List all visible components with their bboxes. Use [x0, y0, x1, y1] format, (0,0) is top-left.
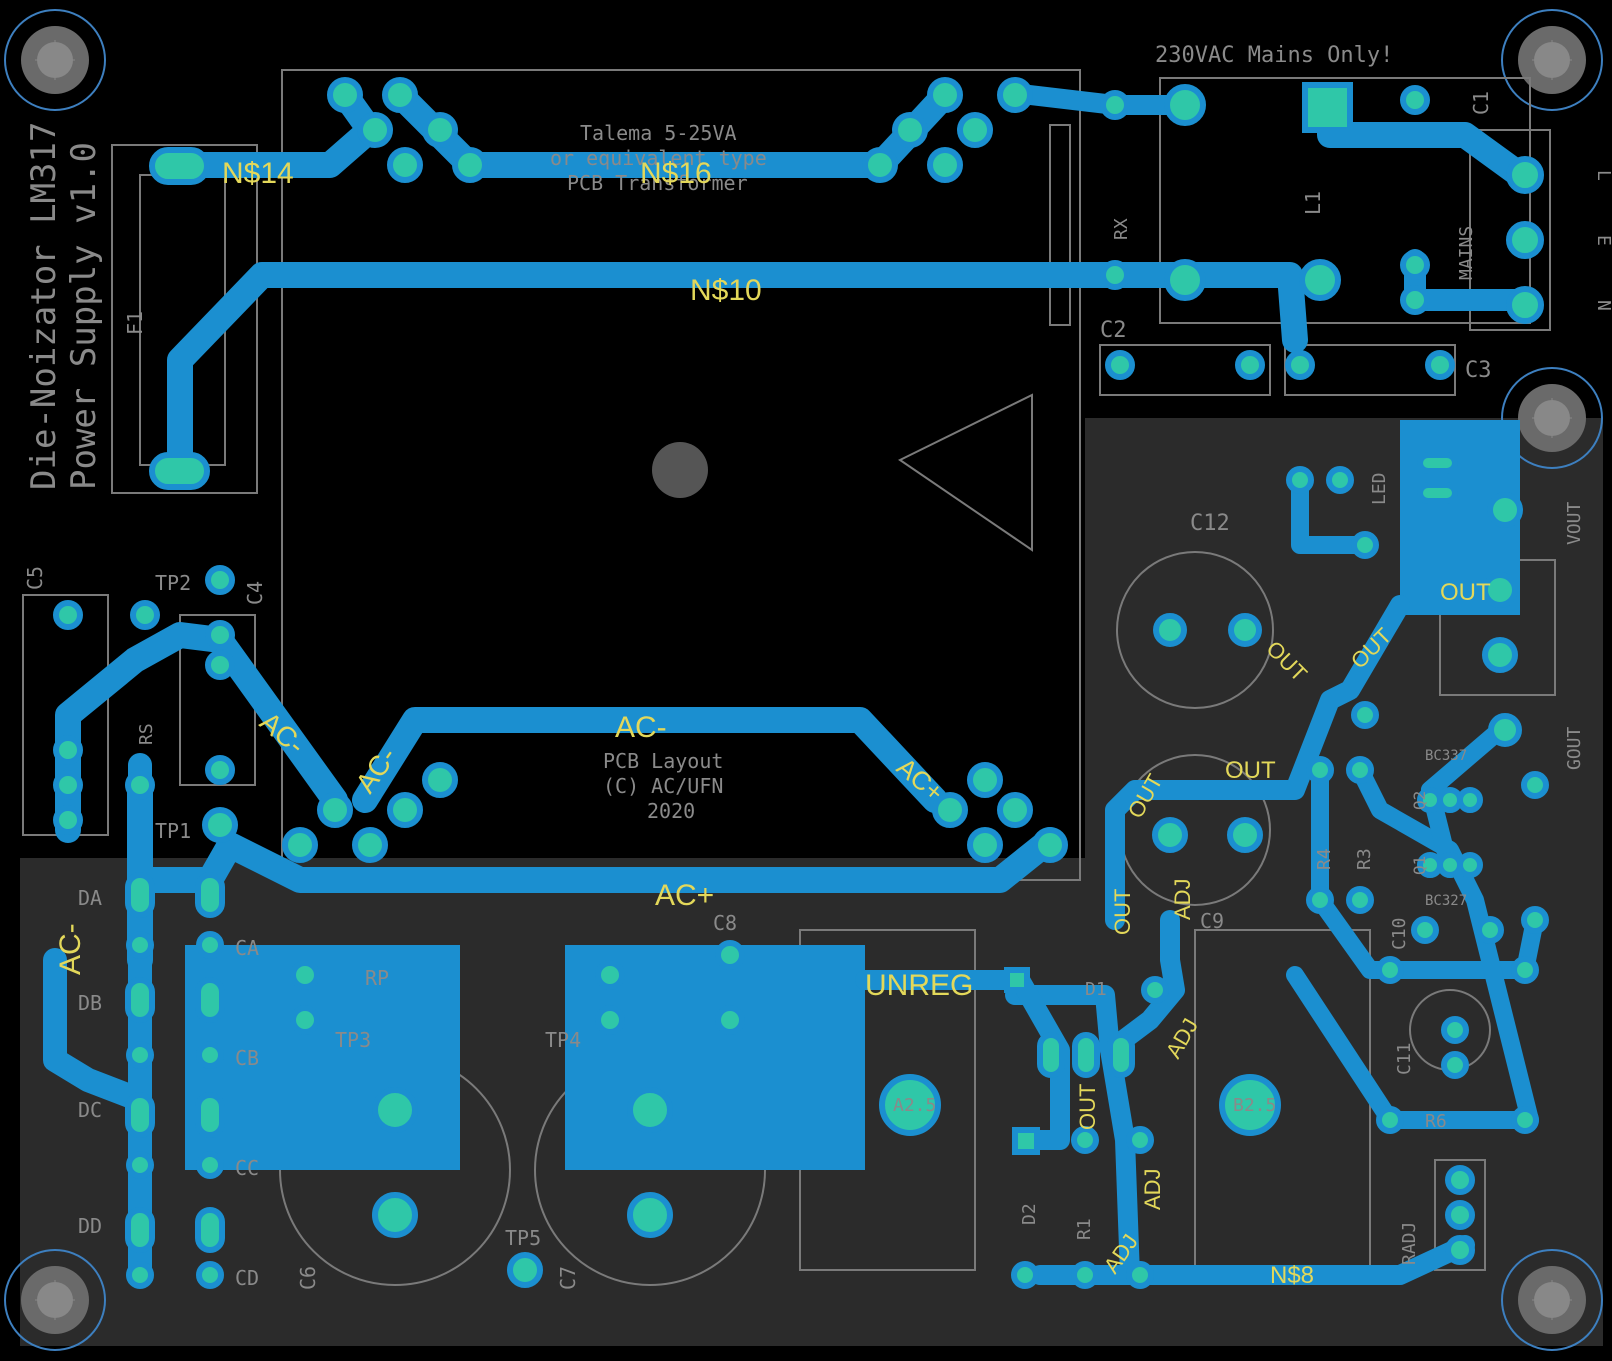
label-c1: C1 [1469, 91, 1493, 115]
label-tp5: TP5 [505, 1226, 541, 1250]
label-c10: C10 [1389, 917, 1410, 950]
net-label-acminus-left: AC- [54, 923, 87, 975]
board-title-line2: Power Supply v1.0 [64, 142, 104, 490]
transformer-note-3: PCB Transformer [567, 171, 748, 195]
label-r3: R3 [1354, 848, 1375, 870]
label-c11: C11 [1394, 1042, 1415, 1075]
transformer-note-2: or equivalent type [550, 146, 767, 170]
net-label-n14: N$14 [222, 157, 294, 190]
net-label-n10: N$10 [690, 274, 762, 307]
layout-credit-3: 2020 [647, 799, 695, 823]
part-labels: F1 C1 C2 C3 L1 RX MAINS L E N C5 TP2 C4 … [23, 91, 1612, 1290]
label-mains: MAINS [1456, 226, 1477, 280]
net-label-n16: N$16 [640, 157, 712, 190]
label-c6: C6 [296, 1266, 320, 1290]
label-d1: D1 [1085, 979, 1107, 1000]
net-label-adj-1: ADJ [1170, 878, 1195, 920]
label-n: N [1593, 300, 1612, 311]
label-cd: CD [235, 1266, 259, 1290]
label-e: E [1593, 235, 1612, 246]
net-label-adj-3: ADJ [1140, 1168, 1165, 1210]
label-bc337: BC337 [1425, 748, 1467, 764]
label-r6: R6 [1425, 1111, 1447, 1132]
label-f1: F1 [123, 311, 147, 335]
net-label-acminus-top: AC- [615, 711, 667, 744]
label-gout: GOUT [1564, 726, 1585, 770]
label-r4: R4 [1314, 848, 1335, 870]
label-cb: CB [235, 1046, 259, 1070]
mains-warning: 230VAC Mains Only! [1155, 43, 1393, 68]
net-label-acplus: AC+ [655, 879, 714, 912]
label-l1: L1 [1301, 191, 1325, 215]
label-rp: RP [365, 966, 389, 990]
label-c8: C8 [713, 911, 737, 935]
label-tp1: TP1 [155, 819, 191, 843]
label-tp2: TP2 [155, 571, 191, 595]
label-d2: D2 [1019, 1203, 1040, 1225]
label-b25: B2.5 [1233, 1095, 1276, 1116]
label-tp4: TP4 [545, 1028, 581, 1052]
label-cc: CC [235, 1156, 259, 1180]
transformer-note-1: Talema 5-25VA [580, 121, 737, 145]
label-c2: C2 [1100, 318, 1127, 343]
label-ca: CA [235, 936, 259, 960]
label-bc327: BC327 [1425, 893, 1467, 909]
rect-copper-pour-a [185, 945, 460, 1170]
mounting-hole-crosshairs [35, 40, 1572, 1320]
label-da: DA [78, 886, 102, 910]
label-c4: C4 [243, 581, 267, 605]
net-label-unreg: UNREG [865, 969, 973, 1002]
label-vout: VOUT [1564, 501, 1585, 545]
label-q1: Q1 [1410, 856, 1429, 875]
label-db: DB [78, 991, 102, 1015]
label-dc: DC [78, 1098, 102, 1122]
label-c9: C9 [1200, 909, 1224, 933]
net-label-out-2: OUT [1440, 579, 1491, 606]
net-label-n8: N$8 [1270, 1262, 1314, 1289]
label-c3: C3 [1465, 358, 1492, 383]
label-c12: C12 [1190, 511, 1230, 536]
layout-credit-1: PCB Layout [603, 749, 723, 773]
label-dd: DD [78, 1214, 102, 1238]
label-led: LED [1369, 472, 1390, 505]
label-radj: RADJ [1399, 1222, 1420, 1265]
layout-credit-2: (C) AC/UFN [603, 774, 723, 798]
net-label-out-7: OUT [1075, 1084, 1100, 1130]
pads [53, 77, 1549, 1289]
label-rx: RX [1111, 218, 1132, 240]
label-c7: C7 [556, 1266, 580, 1290]
mounting-hole-tl [4, 9, 106, 111]
label-tp3: TP3 [335, 1028, 371, 1052]
net-label-out-6: OUT [1110, 889, 1135, 935]
board-title-line1: Die-Noizator LM317 [24, 122, 64, 490]
label-rs: RS [136, 723, 157, 745]
label-r1: R1 [1074, 1218, 1095, 1240]
label-a25: A2.5 [893, 1095, 936, 1116]
label-l: L [1593, 170, 1612, 181]
label-c5: C5 [23, 566, 47, 590]
net-label-out-1: OUT [1225, 757, 1276, 784]
label-q2: Q2 [1410, 791, 1429, 810]
